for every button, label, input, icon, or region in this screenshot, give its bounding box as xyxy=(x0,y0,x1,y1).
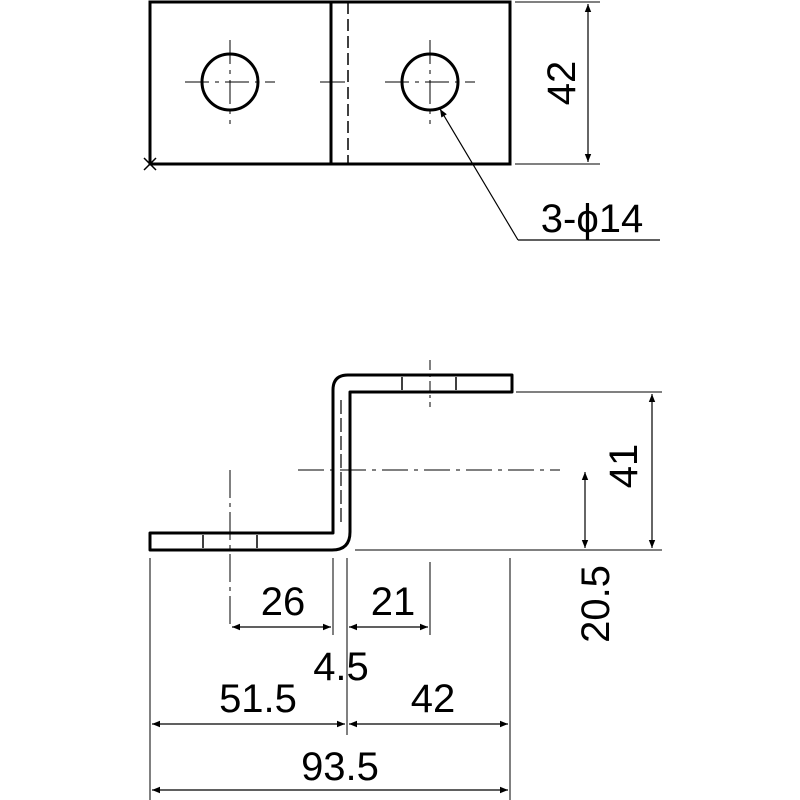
dim-20-5: 20.5 xyxy=(574,565,618,643)
dim-26: 26 xyxy=(261,580,306,624)
dim-41: 41 xyxy=(602,444,646,489)
z-bracket-profile xyxy=(148,373,514,552)
dim-93-5: 93.5 xyxy=(301,745,379,789)
dim-4-5: 4.5 xyxy=(313,645,369,689)
dim-21: 21 xyxy=(371,580,416,624)
corner-mark-2 xyxy=(143,157,157,171)
dim-42-bottom: 42 xyxy=(411,677,456,721)
side-view xyxy=(148,360,662,800)
hole-leader-diagonal xyxy=(439,108,519,241)
dim-51-5: 51.5 xyxy=(219,677,297,721)
hole-callout: 3-ϕ14 xyxy=(541,197,643,241)
dim-42-top: 42 xyxy=(540,61,584,106)
top-view xyxy=(143,0,660,241)
